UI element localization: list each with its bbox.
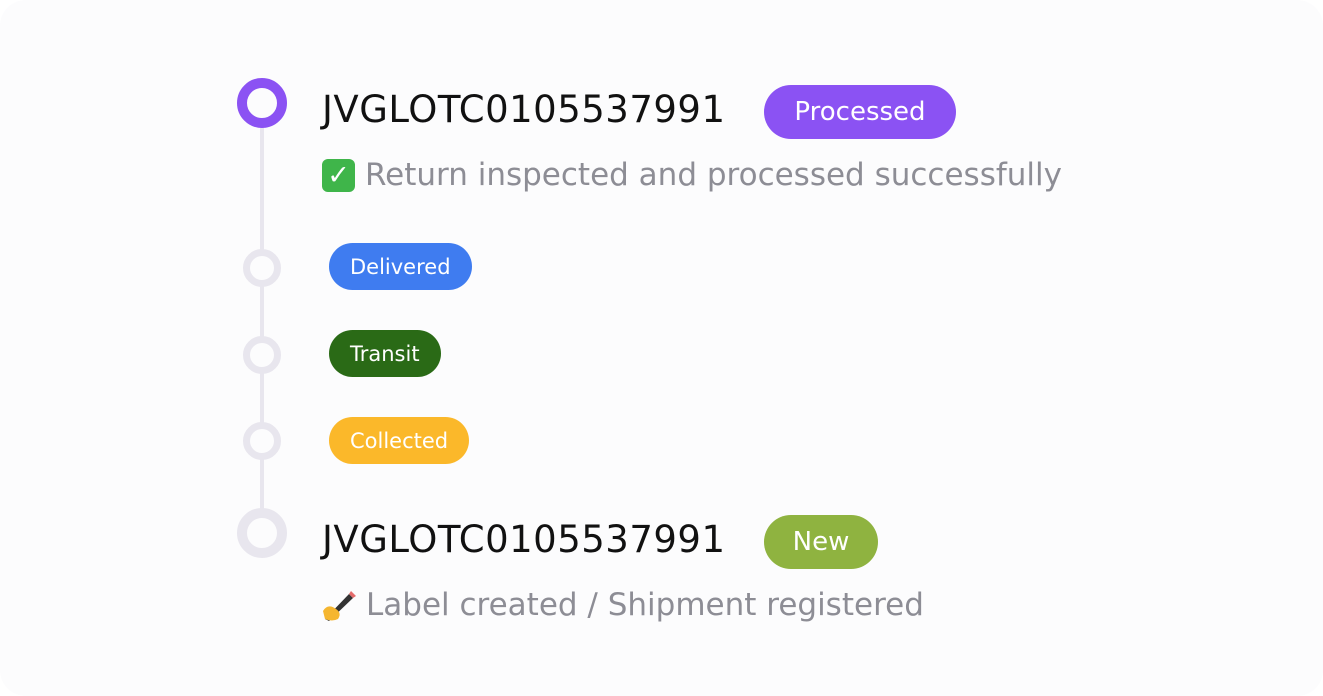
tracking-number[interactable]: JVGLOTC0105537991 (322, 518, 726, 561)
entry-description: Label created / Shipment registered (322, 587, 924, 623)
entry-description: ✓ Return inspected and processed success… (322, 157, 1062, 193)
timeline-node (243, 249, 281, 287)
status-badge-transit: Transit (329, 330, 441, 377)
timeline-node-start (237, 508, 287, 558)
status-badge-processed: Processed (764, 85, 956, 139)
tracking-number[interactable]: JVGLOTC0105537991 (322, 88, 726, 131)
timeline-node (243, 422, 281, 460)
description-text: Label created / Shipment registered (366, 587, 924, 623)
timeline-node (243, 336, 281, 374)
description-text: Return inspected and processed successfu… (365, 157, 1062, 193)
status-badge-new: New (764, 515, 878, 569)
timeline-line (260, 100, 264, 540)
timeline-node-active (237, 78, 287, 128)
status-badge-collected: Collected (329, 417, 470, 464)
writing-hand-icon (322, 589, 358, 622)
status-badge-delivered: Delivered (329, 243, 472, 290)
check-mark-icon: ✓ (322, 158, 355, 192)
